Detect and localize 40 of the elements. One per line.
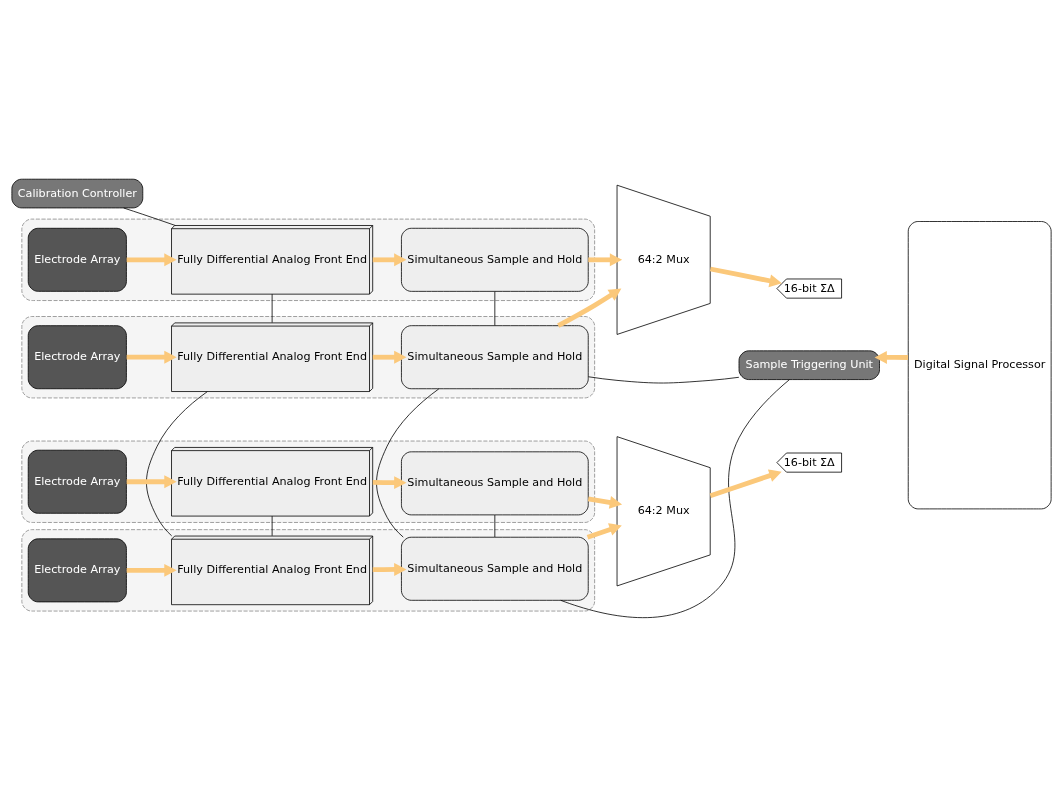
connector bbox=[494, 290, 496, 326]
node-box: Digital Signal Processor bbox=[907, 220, 1052, 509]
arrow bbox=[588, 252, 623, 266]
node-box: Electrode Array bbox=[27, 449, 127, 514]
connector bbox=[123, 207, 176, 226]
arrow bbox=[126, 350, 177, 364]
node-box: 64:2 Mux bbox=[616, 435, 711, 586]
arrow bbox=[587, 495, 623, 509]
arrow bbox=[709, 468, 782, 498]
cluster bbox=[21, 528, 596, 611]
connector bbox=[588, 375, 740, 383]
node-box: Simultaneous Sample and Hold bbox=[401, 450, 589, 515]
connector bbox=[376, 388, 440, 538]
cluster bbox=[21, 440, 596, 523]
cluster bbox=[21, 218, 596, 301]
arrow bbox=[586, 522, 622, 539]
connector bbox=[146, 390, 208, 536]
arrow bbox=[372, 350, 407, 364]
arrow bbox=[709, 266, 782, 287]
arrow bbox=[874, 350, 909, 364]
node-box: Simultaneous Sample and Hold bbox=[401, 536, 589, 601]
node-box: Simultaneous Sample and Hold bbox=[401, 324, 589, 389]
connector bbox=[271, 293, 273, 323]
node-box: Sample Triggering Unit bbox=[738, 349, 880, 380]
arrow bbox=[126, 563, 177, 577]
arrow bbox=[372, 562, 407, 576]
arrow bbox=[372, 475, 407, 489]
arrow bbox=[126, 252, 177, 266]
node-box: Electrode Array bbox=[27, 227, 127, 292]
connector bbox=[271, 515, 273, 536]
arrow bbox=[372, 252, 407, 266]
node-box: Calibration Controller bbox=[11, 178, 144, 208]
node-box: Electrode Array bbox=[27, 324, 127, 389]
node-box: 64:2 Mux bbox=[616, 184, 711, 335]
arrow bbox=[126, 474, 177, 488]
node-box: Electrode Array bbox=[27, 537, 127, 602]
connector bbox=[494, 514, 496, 537]
node-box: Simultaneous Sample and Hold bbox=[401, 227, 589, 292]
cluster bbox=[21, 315, 596, 398]
connector bbox=[560, 378, 790, 618]
